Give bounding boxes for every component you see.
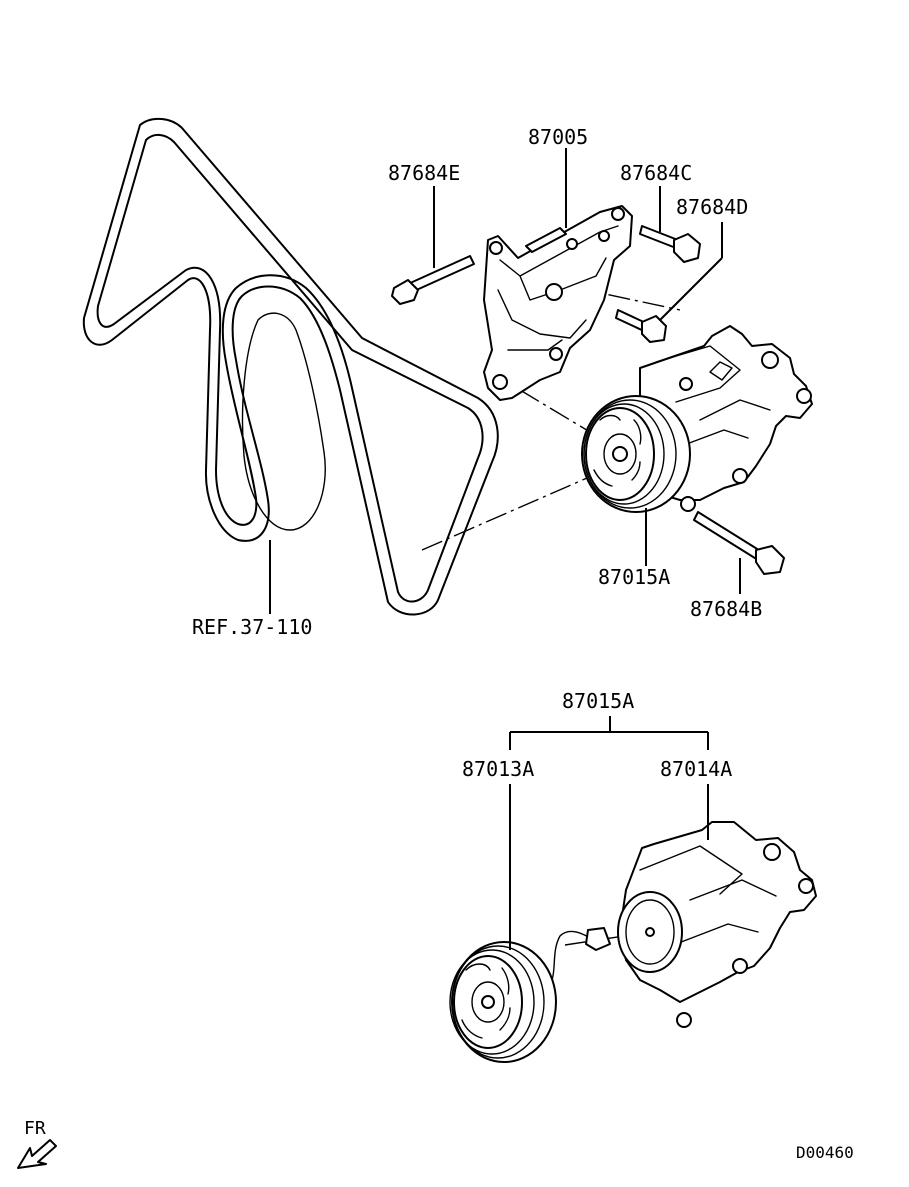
label-ref: REF.37-110 — [192, 615, 312, 639]
label-87013A: 87013A — [462, 757, 534, 781]
label-87014A: 87014A — [660, 757, 732, 781]
bolt-87684E — [391, 255, 475, 305]
bolt-87684D — [615, 309, 667, 343]
label-87684D: 87684D — [676, 195, 748, 219]
label-87684B: 87684B — [690, 597, 762, 621]
compressor-body-87014A — [617, 821, 817, 1028]
label-87015A-top: 87015A — [598, 565, 670, 589]
bolt-87684C — [639, 225, 701, 263]
label-fr: FR — [24, 1118, 46, 1139]
label-87005: 87005 — [528, 125, 588, 149]
label-87684C: 87684C — [620, 161, 692, 185]
compressor-assembly-top — [581, 325, 813, 513]
bolt-87684B — [693, 511, 785, 575]
label-87015A-group: 87015A — [562, 689, 634, 713]
front-direction-arrow-icon — [17, 1139, 57, 1169]
drive-belt — [82, 117, 499, 616]
label-87684E: 87684E — [388, 161, 460, 185]
clutch-pulley-87013A — [449, 927, 611, 1063]
leader-lines — [269, 148, 741, 950]
diagram-code: D00460 — [796, 1143, 854, 1162]
compressor-bracket — [483, 205, 633, 401]
